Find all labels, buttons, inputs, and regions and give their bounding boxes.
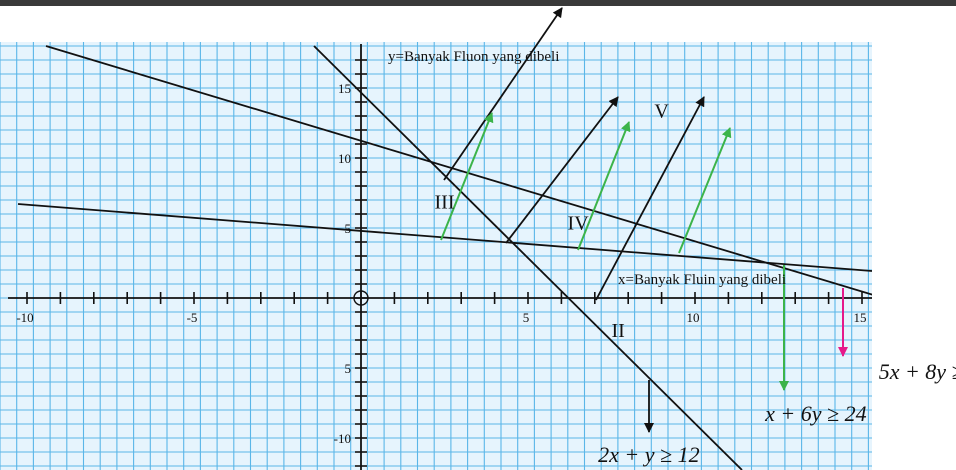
region-label: II (612, 320, 625, 342)
y-tick-label: 15 (338, 81, 351, 96)
grid (0, 42, 872, 470)
axis-ticks (26, 59, 863, 467)
inequality-label: x + 6y ≥ 24 (764, 401, 866, 426)
top-border (0, 0, 956, 6)
shading-arrows-black (443, 7, 705, 433)
line-2x-plus-y-12 (313, 45, 743, 470)
region-label: IV (568, 212, 590, 234)
region-labels: III IV V II (435, 100, 670, 342)
x-tick-label: -5 (187, 310, 198, 325)
y-tick-label: 5 (345, 361, 352, 376)
inequality-labels: 5x + 8y ≥ 74 x + 6y ≥ 24 2x + y ≥ 12 (598, 359, 956, 467)
black-arrow-2 (505, 96, 619, 244)
black-arrow-3 (595, 96, 705, 301)
y-tick-label: 10 (338, 151, 351, 166)
x-axis-title: x=Banyak Fluin yang dibeli (618, 272, 786, 288)
y-tick-label: 5 (345, 221, 352, 236)
line-x-plus-6y-24 (17, 203, 872, 272)
region-label: III (435, 191, 455, 213)
x-tick-label: -10 (16, 310, 33, 325)
y-axis-title: y=Banyak Fluon yang dibeli (388, 49, 559, 65)
green-arrow-1 (440, 112, 494, 241)
green-arrow-2 (577, 121, 631, 251)
line-5x-plus-8y-74 (45, 45, 872, 296)
shading-arrows-green (440, 112, 789, 391)
x-tick-label: 15 (854, 310, 867, 325)
tick-labels: -10 -5 5 10 15 15 10 5 5 -10 (16, 81, 866, 446)
x-tick-label: 5 (523, 310, 530, 325)
inequality-label: 5x + 8y ≥ 74 (879, 359, 956, 384)
inequality-label: 2x + y ≥ 12 (598, 442, 699, 467)
y-tick-label: -10 (334, 431, 351, 446)
x-tick-label: 10 (687, 310, 700, 325)
black-arrow-1 (443, 7, 563, 181)
green-arrow-3 (678, 127, 732, 254)
region-label: V (654, 100, 669, 122)
